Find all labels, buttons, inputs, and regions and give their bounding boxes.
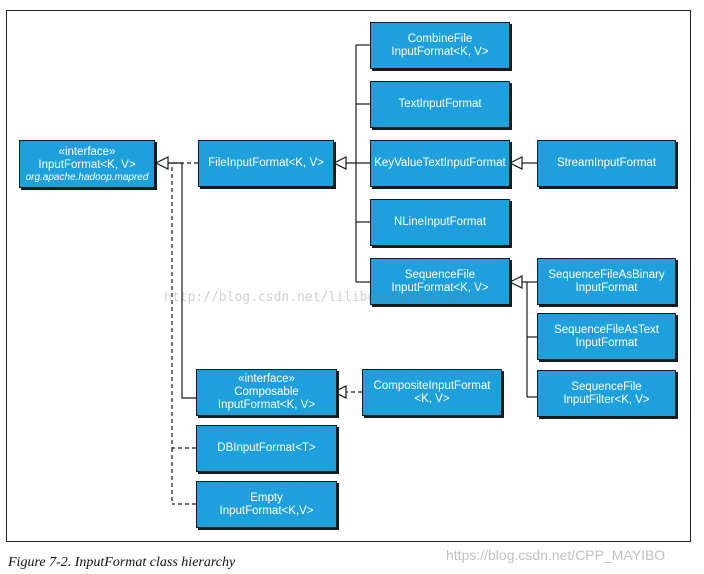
class-name-line2: <K, V> <box>414 392 450 405</box>
node-nlineinputformat: NLineInputFormat <box>370 199 510 246</box>
arrowhead-composable-icon <box>332 385 347 399</box>
node-empty-inputformat: Empty InputFormat<K,V> <box>196 481 337 528</box>
class-name-line2: InputFilter<K, V> <box>563 393 650 406</box>
arrowhead-inputformat-icon <box>154 156 169 170</box>
node-sequencefileastext: SequenceFileAsText InputFormat <box>537 313 676 360</box>
package-name: org.apache.hadoop.mapred <box>25 171 149 183</box>
class-name-line1: Empty <box>250 491 283 504</box>
arrowhead-sequencefile-icon <box>508 275 523 289</box>
node-compositeinputformat: CompositeInputFormat <K, V> <box>362 369 502 416</box>
class-name-line1: SequenceFile <box>571 380 642 393</box>
node-streaminputformat: StreamInputFormat <box>537 140 676 187</box>
node-dbinputformat: DBInputFormat<T> <box>196 425 337 472</box>
arrowhead-fileinputformat-icon <box>332 156 347 170</box>
node-fileinputformat: FileInputFormat<K, V> <box>198 140 334 187</box>
class-name: InputFormat<K, V> <box>38 158 136 171</box>
class-name-line1: CompositeInputFormat <box>373 379 491 392</box>
node-combinefile-inputformat: CombineFile InputFormat<K, V> <box>370 22 510 69</box>
stereotype-label: «interface» <box>58 145 116 158</box>
class-name: DBInputFormat<T> <box>217 442 316 454</box>
node-sequencefile-inputformat: SequenceFile InputFormat<K, V> <box>370 258 510 305</box>
node-textinputformat: TextInputFormat <box>370 81 510 128</box>
class-name-line1: Composable <box>234 386 299 398</box>
watermark-corner: https://blog.csdn.net/CPP_MAYIBO <box>446 547 666 563</box>
node-sequencefile-inputfilter: SequenceFile InputFilter<K, V> <box>537 370 676 417</box>
class-name-line2: InputFormat<K, V> <box>391 281 489 294</box>
class-name-line1: SequenceFileAsBinary <box>548 268 665 281</box>
node-sequencefileasbinary: SequenceFileAsBinary InputFormat <box>537 258 676 305</box>
figure-caption: Figure 7-2. InputFormat class hierarchy <box>8 555 236 570</box>
link-composable-to-inputformat <box>168 162 196 399</box>
class-name: StreamInputFormat <box>556 157 657 169</box>
arrowhead-keyvalue-icon <box>508 156 523 170</box>
stereotype-label: «interface» <box>238 373 295 385</box>
link-db-to-inputformat <box>171 163 196 449</box>
node-inputformat: «interface» InputFormat<K, V> org.apache… <box>19 140 155 188</box>
class-name-line1: SequenceFileAsText <box>554 323 659 336</box>
class-name: KeyValueTextInputFormat <box>374 157 506 169</box>
figure-frame <box>6 10 691 542</box>
class-name-line2: InputFormat<K,V> <box>219 504 314 517</box>
watermark-center: http://blog.csdn.net/lilibeichadaixiaohu <box>164 290 478 305</box>
node-keyvaluetextinputformat: KeyValueTextInputFormat <box>370 140 510 187</box>
class-name: TextInputFormat <box>398 98 482 110</box>
class-name-line2: InputFormat <box>575 281 638 294</box>
class-name-line1: CombineFile <box>407 32 473 45</box>
class-name-line2: InputFormat <box>575 336 638 349</box>
class-name-line2: InputFormat<K, V> <box>217 399 316 411</box>
class-name: NLineInputFormat <box>393 216 487 228</box>
class-name: FileInputFormat<K, V> <box>208 157 324 169</box>
node-composable-inputformat: «interface» Composable InputFormat<K, V> <box>196 369 337 416</box>
class-name-line2: InputFormat<K, V> <box>391 45 489 58</box>
class-name-line1: SequenceFile <box>404 268 476 281</box>
